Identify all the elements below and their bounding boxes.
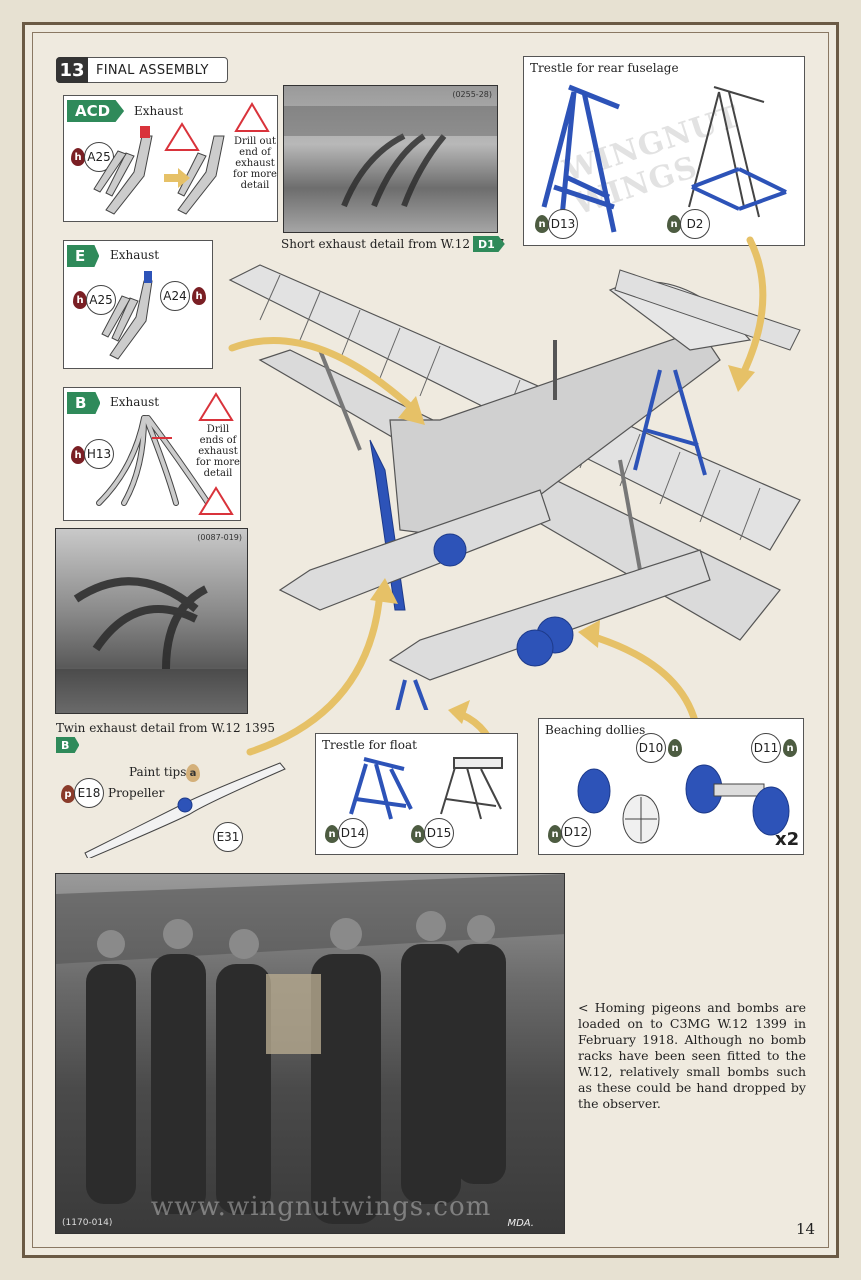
paint-drop-n: n — [667, 215, 681, 233]
paint-drop-h: h — [192, 287, 206, 305]
part-callout-d2: D2 — [680, 209, 710, 239]
quantity-multiplier: x2 — [775, 829, 800, 850]
arrow-icon — [164, 168, 190, 188]
paint-drop-h: h — [73, 291, 87, 309]
trestle-float-drawing — [349, 757, 503, 820]
exhaust-e-panel: E Exhaust h A25 A24 h — [63, 240, 213, 369]
drill-note: Drill out end of exhaust for more detail — [233, 136, 277, 191]
step-title: FINAL ASSEMBLY — [96, 62, 209, 78]
exhaust-label: Exhaust — [134, 104, 184, 118]
photo-code: (0255-28) — [452, 90, 492, 99]
exhaust-b-drawing — [96, 392, 234, 515]
page-frame-inner — [32, 32, 829, 1248]
trestle-rear-drawing — [541, 84, 787, 233]
exhaust-label: Exhaust — [110, 248, 160, 262]
propeller-label: Propeller — [108, 786, 165, 800]
aircraft-main-illustration — [228, 264, 801, 710]
drill-note: Drill ends of exhaust for more detail — [196, 424, 240, 479]
step-header: 13 FINAL ASSEMBLY — [56, 57, 228, 83]
variant-tag-d1: D1 — [473, 236, 505, 252]
photo-code: (0087-019) — [197, 533, 242, 542]
warning-triangle-icon — [164, 122, 200, 151]
trestle-float-title: Trestle for float — [322, 738, 417, 752]
side-caption: < Homing pigeons and bombs are loaded on… — [578, 1000, 806, 1111]
warning-triangle-icon — [198, 392, 234, 421]
paint-drop-n: n — [535, 215, 549, 233]
part-callout-a24: A24 — [160, 281, 190, 311]
dollies-drawing — [577, 764, 790, 844]
paint-drop-h: h — [71, 446, 85, 464]
variant-tag-b: B — [67, 392, 101, 414]
part-callout-d14: D14 — [338, 818, 368, 848]
part-callout-a25: A25 — [86, 285, 116, 315]
exhaust-b-panel: B Exhaust h H13 Drill ends of exhaust fo… — [63, 387, 241, 521]
propeller-drawing — [84, 762, 286, 858]
twin-exhaust-photo-graphic — [56, 577, 247, 713]
part-callout-d12: D12 — [561, 817, 591, 847]
trestle-float-panel: Trestle for float n D14 n D15 — [315, 733, 518, 855]
paint-drop-p: p — [61, 785, 75, 803]
dollies-panel: Beaching dollies D10 n D11 n n D12 x2 — [538, 718, 804, 855]
paint-drop-n: n — [668, 739, 682, 757]
paint-drop-n: n — [411, 825, 425, 843]
part-callout-d11: D11 — [751, 733, 781, 763]
photo2-caption: Twin exhaust detail from W.12 1395 — [56, 721, 276, 735]
paint-drop-n: n — [783, 739, 797, 757]
paint-drop-n: n — [548, 825, 562, 843]
variant-tag-b-small: B — [56, 737, 80, 753]
photo1-caption: Short exhaust detail from W.12 1407 — [281, 237, 505, 251]
part-callout-d15: D15 — [424, 818, 454, 848]
paint-tips-label: Paint tips — [129, 765, 187, 779]
exhaust-drawing — [93, 102, 270, 215]
photo-pigeons-bombs: www.wingnutwings.com (1170-014) MDA. — [55, 873, 565, 1234]
part-callout-e31: E31 — [213, 822, 243, 852]
exhaust-acd-panel: ACD Exhaust h A25 Drill out end of exhau… — [63, 95, 278, 222]
variant-tag-e: E — [67, 245, 100, 267]
trestle-rear-panel: Trestle for rear fuselage WINGNUT WINGS … — [523, 56, 805, 246]
page-number: 14 — [796, 1220, 816, 1238]
trestle-rear-title: Trestle for rear fuselage — [530, 61, 679, 75]
crew-photo-graphic — [56, 874, 564, 1224]
exhaust-e-drawing — [101, 271, 153, 360]
step-number: 13 — [56, 57, 88, 83]
exhaust-photo-graphic — [284, 106, 497, 208]
paint-drop-h: h — [71, 148, 85, 166]
dollies-title: Beaching dollies — [545, 723, 646, 737]
part-callout-e18: E18 — [74, 778, 104, 808]
watermark: www.wingnutwings.com — [151, 1192, 492, 1222]
warning-triangle-icon — [198, 486, 234, 515]
exhaust-label: Exhaust — [110, 395, 160, 409]
paint-drop-n: n — [325, 825, 339, 843]
highlight-mark — [140, 126, 150, 138]
variant-tag-acd: ACD — [67, 100, 125, 122]
photo-short-exhaust: (0255-28) — [283, 85, 498, 233]
part-callout-h13: H13 — [84, 439, 114, 469]
paint-drop-a: a — [186, 764, 200, 782]
photo-code: (1170-014) — [62, 1218, 113, 1228]
photo-signature: MDA. — [507, 1218, 534, 1229]
warning-triangle-icon — [234, 102, 270, 132]
part-callout-d13: D13 — [548, 209, 578, 239]
part-callout-d10: D10 — [636, 733, 666, 763]
